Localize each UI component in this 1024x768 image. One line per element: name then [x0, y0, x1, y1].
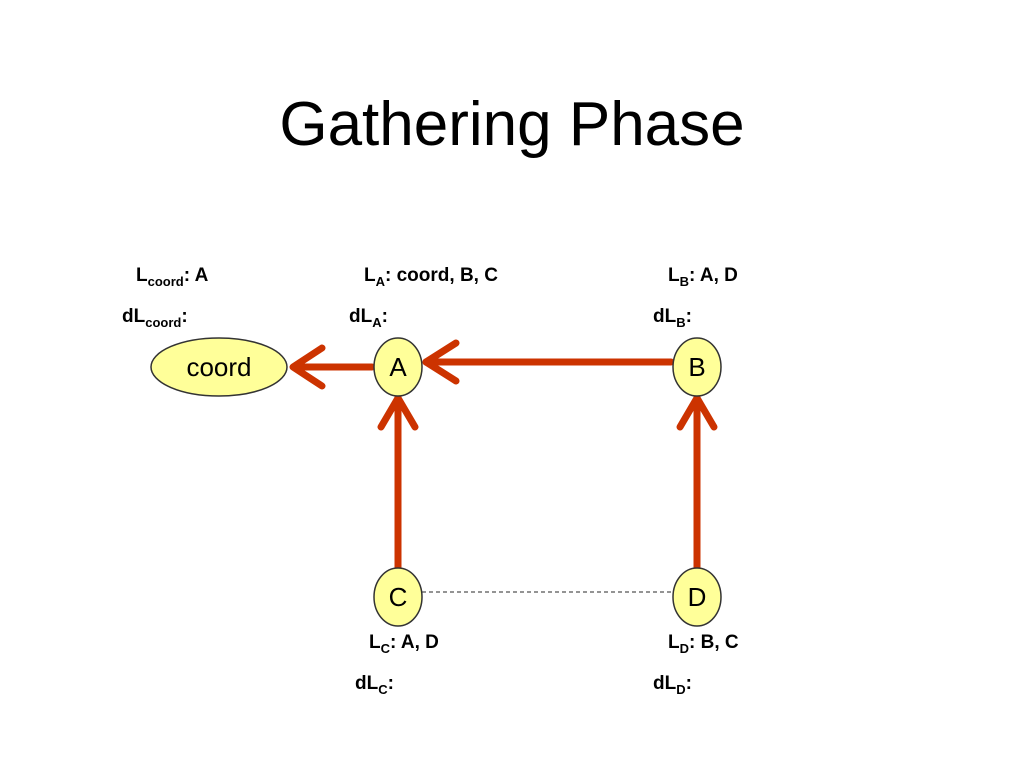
node-d-label: D	[688, 582, 707, 612]
annotation-dl-c: dLC:	[355, 673, 394, 697]
annotation-dl-a: dLA:	[349, 306, 388, 330]
annotation-l-c: LC: A, D	[369, 632, 439, 656]
node-a-label: A	[389, 352, 407, 382]
annotation-l-d: LD: B, C	[668, 632, 739, 656]
annotation-dl-d: dLD:	[653, 673, 692, 697]
annotation-dl-coord: dLcoord:	[122, 306, 188, 330]
arrow-a-to-coord	[289, 344, 376, 390]
node-coord: coord	[150, 337, 288, 397]
annotation-l-a: LA: coord, B, C	[364, 265, 498, 289]
slide-title: Gathering Phase	[279, 90, 745, 159]
node-d: D	[672, 567, 722, 627]
node-c-label: C	[389, 582, 408, 612]
arrow-c-to-a	[377, 393, 419, 572]
arrow-b-to-a	[422, 339, 675, 385]
node-b: B	[672, 337, 722, 397]
arrow-d-to-b	[676, 393, 718, 572]
annotation-dl-b: dLB:	[653, 306, 692, 330]
node-coord-label: coord	[186, 352, 251, 382]
annotation-l-coord: Lcoord: A	[136, 265, 209, 289]
node-c: C	[373, 567, 423, 627]
node-b-label: B	[688, 352, 705, 382]
annotation-l-b: LB: A, D	[668, 265, 738, 289]
node-a: A	[373, 337, 423, 397]
